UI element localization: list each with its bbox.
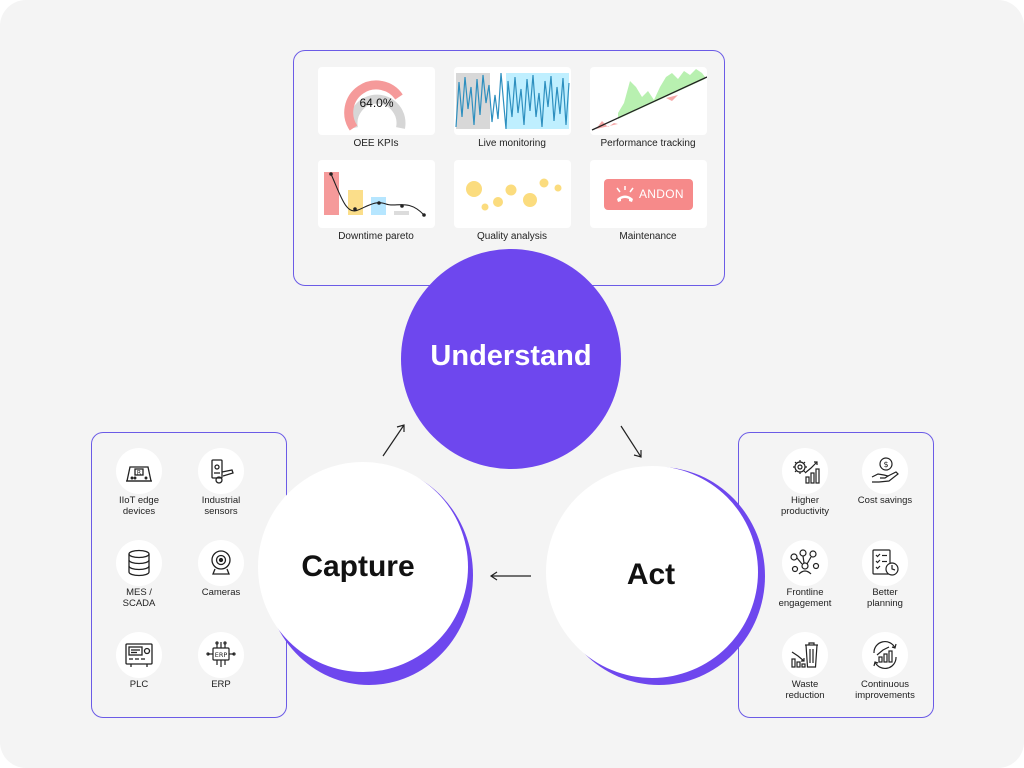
arrow-understand-to-act (620, 425, 642, 458)
live-monitoring-card (454, 67, 571, 135)
edge-device-icon: R (126, 466, 152, 482)
maintenance-card: ANDON (590, 160, 707, 228)
higher-productivity-circle (782, 448, 828, 494)
better-planning-label: Better planning (867, 587, 903, 609)
cost-savings-label: Cost savings (857, 495, 913, 506)
better-planning-circle (862, 540, 908, 586)
waste-reduction-circle (782, 632, 828, 678)
mes-scada-label: MES / SCADA (122, 587, 156, 609)
continuous-improvements-circle (862, 632, 908, 678)
act-title: Act (626, 558, 676, 591)
svg-text:$: $ (883, 460, 888, 469)
pareto-chart-icon (324, 172, 426, 217)
andon-badge: ANDON (604, 179, 693, 210)
svg-text:R: R (137, 470, 141, 477)
quality-analysis-card (454, 160, 571, 228)
svg-text:ERP: ERP (215, 651, 228, 659)
understand-title: Understand (430, 340, 592, 372)
higher-productivity-label: Higher productivity (780, 495, 830, 517)
people-network-icon (790, 549, 820, 575)
waste-reduction-label: Waste reduction (785, 679, 825, 701)
live-signal-icon (455, 72, 570, 130)
gauge-icon (344, 80, 406, 131)
dollar-hand-icon: $ (871, 457, 899, 483)
oee-value: 64.0% (359, 96, 394, 110)
industrial-sensors-circle (198, 448, 244, 494)
iiot-edge-devices-label: IIoT edge devices (119, 495, 159, 517)
capture-title: Capture (301, 550, 415, 583)
capture-circle (258, 462, 468, 672)
frontline-engagement-label: Frontline engagement (778, 587, 832, 609)
arrow-capture-to-understand (382, 424, 405, 457)
performance-tracking-card (590, 67, 707, 135)
industrial-sensors-label: Industrial sensors (201, 495, 241, 517)
plc-label: PLC (129, 679, 149, 690)
cameras-label: Cameras (201, 587, 241, 598)
act-circle (546, 466, 758, 678)
sensor-icon (211, 459, 234, 484)
live-monitoring-label: Live monitoring (478, 138, 546, 149)
cameras-circle (198, 540, 244, 586)
maintenance-label: Maintenance (619, 231, 677, 242)
oee-kpis-card: 64.0% (318, 67, 435, 135)
iiot-edge-devices-circle: R (116, 448, 162, 494)
camera-icon (211, 550, 231, 575)
trash-chart-icon (791, 642, 818, 668)
gear-growth-icon (793, 460, 820, 484)
erp-chip-icon: ERP (206, 641, 236, 667)
checklist-clock-icon (872, 549, 899, 576)
plc-circle (116, 632, 162, 678)
understand-circle (401, 249, 621, 469)
andon-alarm-icon (616, 186, 634, 202)
arrow-act-to-capture (489, 571, 531, 581)
erp-circle: ERP (198, 632, 244, 678)
downtime-pareto-label: Downtime pareto (338, 231, 414, 242)
bubble-chart-icon (466, 178, 562, 211)
trend-line-icon (591, 69, 707, 131)
cost-savings-circle: $ (862, 448, 908, 494)
quality-analysis-label: Quality analysis (476, 231, 548, 242)
oee-kpis-label: OEE KPIs (353, 138, 399, 149)
andon-text: ANDON (639, 187, 684, 201)
cycle-growth-icon (873, 641, 897, 669)
erp-label: ERP (211, 679, 231, 690)
mes-scada-circle (116, 540, 162, 586)
downtime-pareto-card (318, 160, 435, 228)
database-icon (128, 549, 150, 577)
frontline-engagement-circle (782, 540, 828, 586)
performance-tracking-label: Performance tracking (600, 138, 696, 149)
continuous-improvements-label: Continuous improvements (855, 679, 915, 701)
plc-icon (125, 643, 153, 667)
